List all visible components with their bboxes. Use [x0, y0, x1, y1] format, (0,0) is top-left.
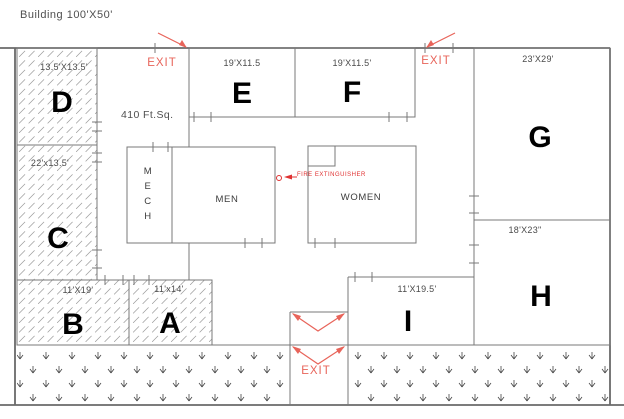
room-dim-f: 19'X11.5' — [333, 58, 372, 68]
room-label-c: C — [47, 222, 69, 255]
fire-extinguisher-icon — [276, 175, 282, 181]
mech-letter-c: C — [144, 196, 151, 207]
room-label-a: A — [159, 307, 181, 340]
room-dim-h: 18'X23" — [508, 225, 541, 235]
room-dim-e: 19'X11.5 — [224, 58, 261, 68]
mech-letter-h: H — [144, 211, 151, 222]
room-dim-g: 23'X29' — [522, 54, 554, 64]
room-b-hatch — [17, 280, 129, 345]
room-label-g: G — [528, 121, 551, 154]
exit-top-left-label: EXIT — [147, 57, 177, 69]
room-dim-a: 11'x14' — [154, 284, 183, 294]
mech-letter-e: E — [145, 181, 152, 192]
room-label-i: I — [404, 305, 412, 338]
room-a-hatch — [129, 280, 212, 345]
room-dim-c: 22'x13.5' — [31, 158, 69, 168]
double-door-upper-icon — [292, 313, 345, 332]
room-label-h: H — [530, 280, 552, 313]
room-dim-d: 13.5'X13.5' — [40, 62, 88, 72]
women-walls — [307, 145, 417, 244]
double-door-lower-icon — [292, 346, 345, 365]
room-label-f: F — [343, 76, 361, 109]
exit-top-right-label: EXIT — [421, 55, 451, 67]
mech-letter-m: M — [144, 166, 153, 177]
double-door-lower-right-arrow-icon — [336, 346, 345, 354]
mech-room-label: M E C H — [144, 166, 153, 222]
women-closet-walls — [307, 145, 336, 167]
room-c-hatch — [17, 145, 97, 280]
fire-extinguisher-label: FIRE EXTINGUISHER — [297, 172, 366, 178]
room-f-walls — [294, 47, 416, 118]
women-room-label: WOMEN — [341, 192, 381, 203]
double-door-upper-right-arrow-icon — [336, 313, 345, 321]
room-label-b: B — [62, 308, 84, 341]
door-ticks-horizontal-walls — [104, 43, 454, 285]
double-door-lower-left-arrow-icon — [292, 346, 301, 354]
area-note: 410 Ft.Sq. — [121, 109, 173, 121]
building-title: Building 100'X50' — [20, 9, 113, 21]
men-room-label: MEN — [216, 194, 239, 205]
door-arrow-top-right-icon — [426, 40, 434, 48]
mech-men-walls — [126, 146, 276, 244]
exit-bottom-label: EXIT — [301, 365, 331, 377]
double-door-upper-left-arrow-icon — [292, 313, 301, 321]
grass-area-right — [349, 346, 609, 404]
room-d-hatch — [17, 48, 97, 145]
vestibule-walls — [289, 311, 348, 405]
room-i-walls — [347, 276, 474, 405]
room-dim-i: 11'X19.5' — [398, 284, 437, 294]
fire-extinguisher-arrow-icon — [284, 174, 292, 180]
room-label-e: E — [232, 77, 252, 110]
room-dim-b: 11'X19' — [63, 285, 94, 295]
door-ticks-vertical-walls — [92, 121, 479, 269]
room-label-d: D — [51, 86, 73, 119]
grass-area-left — [17, 346, 289, 404]
door-arrow-top-left-icon — [179, 40, 187, 48]
